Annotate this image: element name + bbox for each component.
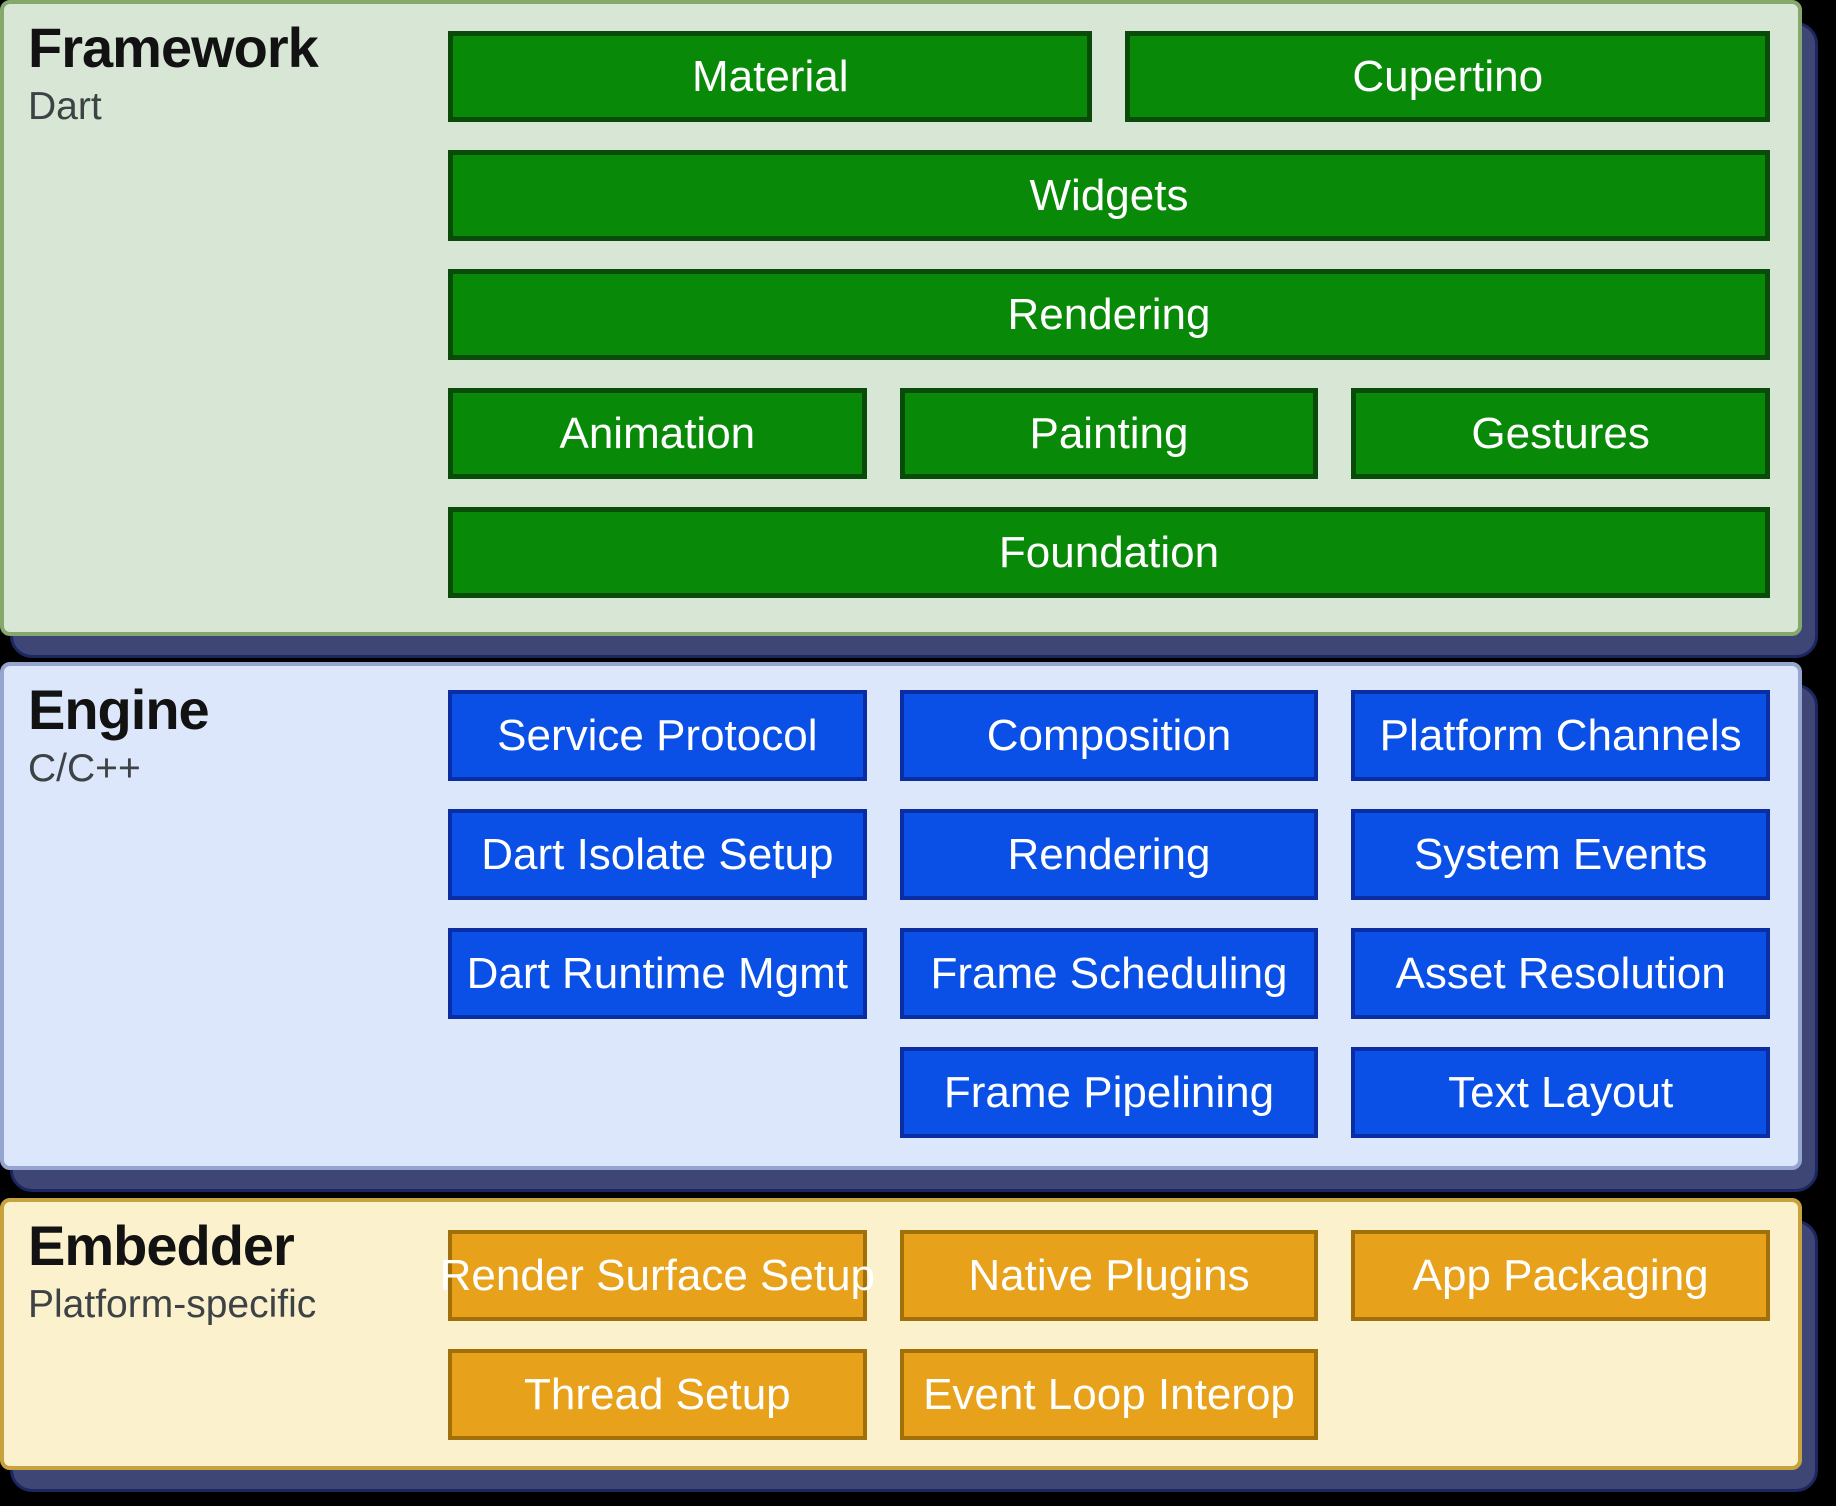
embedder-card: Embedder Platform-specific Render Surfac… [0, 1198, 1802, 1470]
engine-header: Engine C/C++ [28, 678, 210, 793]
node-dart-isolate-setup: Dart Isolate Setup [448, 809, 867, 900]
node-native-plugins: Native Plugins [899, 1230, 1319, 1321]
node-composition: Composition [899, 690, 1319, 781]
embedder-header: Embedder Platform-specific [28, 1214, 316, 1329]
node-animation: Animation [448, 388, 867, 479]
node-foundation: Foundation [448, 507, 1770, 598]
engine-layer-shadow [10, 684, 1818, 1192]
embedder-grid: Render Surface Setup Native Plugins App Pa… [440, 1230, 1770, 1440]
node-cupertino: Cupertino [1125, 31, 1770, 122]
framework-layer-shadow [10, 22, 1818, 658]
node-material: Material [448, 31, 1093, 122]
node-service-protocol: Service Protocol [448, 690, 867, 781]
node-text-layout: Text Layout [1351, 1047, 1770, 1138]
node-event-loop-interop: Event Loop Interop [899, 1349, 1319, 1440]
framework-header: Framework Dart [28, 16, 319, 131]
engine-subtitle: C/C++ [28, 747, 141, 791]
node-thread-setup: Thread Setup [448, 1349, 867, 1440]
node-rendering: Rendering [448, 269, 1770, 360]
node-widgets: Widgets [448, 150, 1770, 241]
embedder-layer-shadow [10, 1220, 1818, 1492]
node-frame-pipelining: Frame Pipelining [899, 1047, 1319, 1138]
node-platform-channels: Platform Channels [1351, 690, 1770, 781]
node-system-events: System Events [1351, 809, 1770, 900]
framework-subtitle: Dart [28, 85, 102, 129]
node-app-packaging: App Packaging [1351, 1230, 1770, 1321]
embedder-title: Embedder [28, 1214, 295, 1277]
node-frame-scheduling: Frame Scheduling [899, 928, 1319, 1019]
embedder-subtitle: Platform-specific [28, 1283, 317, 1327]
node-rendering: Rendering [899, 809, 1319, 900]
node-asset-resolution: Asset Resolution [1351, 928, 1770, 1019]
framework-title: Framework [28, 16, 319, 79]
engine-grid: Service Protocol Composition Platform Chan… [448, 690, 1770, 1138]
engine-card: Engine C/C++ Service Protocol Composition… [0, 662, 1802, 1170]
node-painting: Painting [899, 388, 1319, 479]
engine-title: Engine [28, 678, 210, 741]
node-render-surface-setup: Render Surface Setup [440, 1230, 875, 1321]
node-dart-runtime-mgmt: Dart Runtime Mgmt [448, 928, 867, 1019]
node-gestures: Gestures [1351, 388, 1770, 479]
